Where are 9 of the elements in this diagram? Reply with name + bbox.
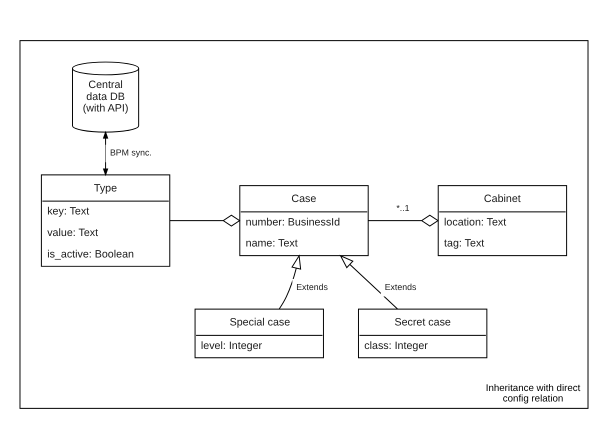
edge-label: Extends	[384, 281, 416, 292]
edge-label: Extends	[296, 281, 328, 292]
connector	[169, 214, 240, 226]
arrow	[278, 254, 302, 309]
arrow	[102, 130, 108, 176]
edge-label: *..1	[396, 202, 410, 213]
edge-label: BPM sync.	[110, 147, 152, 158]
connector	[368, 214, 439, 226]
arrow	[340, 254, 398, 310]
